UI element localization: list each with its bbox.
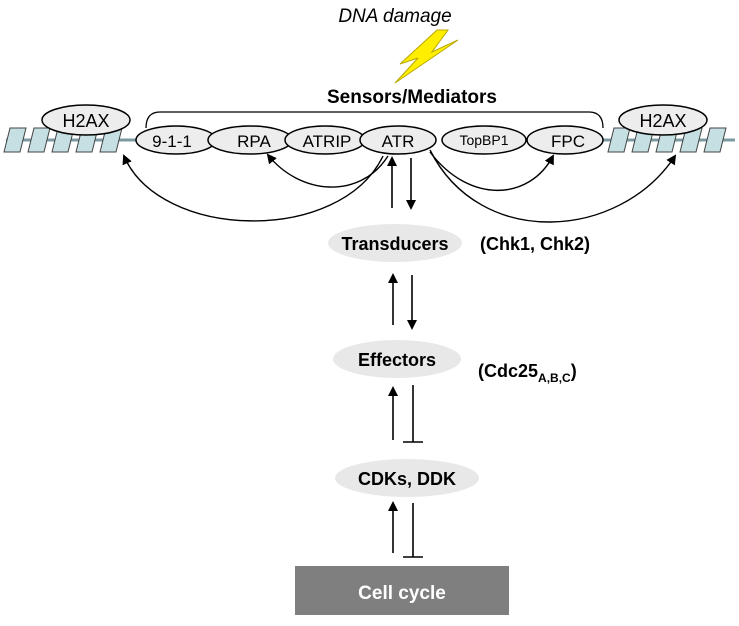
inhibit-effectors-to-cdks [403, 385, 423, 443]
svg-text:ATRIP: ATRIP [303, 132, 352, 151]
protein-rpa: RPA [207, 125, 293, 155]
svg-text:CDKs, DDK: CDKs, DDK [358, 469, 456, 489]
sensors-bracket [145, 111, 604, 129]
svg-text:9-1-1: 9-1-1 [152, 132, 192, 151]
protein-9-1-1: 9-1-1 [135, 125, 217, 155]
dna-damage-label: DNA damage [338, 6, 451, 27]
effectors-node: Effectors [333, 340, 461, 378]
cdks-node: CDKs, DDK [335, 459, 479, 497]
svg-text:Transducers: Transducers [341, 234, 448, 254]
svg-text:FPC: FPC [551, 132, 585, 151]
atr-arrows [122, 149, 677, 223]
svg-text:Cell cycle: Cell cycle [358, 583, 446, 604]
protein-fpc: FPC [526, 125, 604, 155]
sensors-mediators-title: Sensors/Mediators [327, 87, 497, 108]
h2ax-right: H2AX [618, 104, 708, 136]
svg-text:H2AX: H2AX [639, 111, 686, 131]
protein-atrip: ATRIP [284, 125, 366, 155]
svg-text:RPA: RPA [237, 132, 271, 151]
h2ax-left: H2AX [41, 104, 131, 136]
effectors-note: (Cdc25A,B,C) [478, 361, 577, 385]
inhibit-cdks-to-cellcycle [403, 503, 423, 558]
lightning-bolt-icon [394, 29, 459, 84]
protein-atr: ATR [359, 125, 437, 155]
svg-text:Effectors: Effectors [358, 350, 436, 370]
cell-cycle-box: Cell cycle [295, 566, 509, 615]
transducers-note: (Chk1, Chk2) [480, 234, 590, 254]
svg-text:ATR: ATR [382, 132, 415, 151]
transducers-node: Transducers [328, 224, 462, 262]
protein-topbp1: TopBP1 [441, 125, 527, 155]
svg-text:TopBP1: TopBP1 [459, 132, 508, 148]
svg-text:H2AX: H2AX [62, 111, 109, 131]
